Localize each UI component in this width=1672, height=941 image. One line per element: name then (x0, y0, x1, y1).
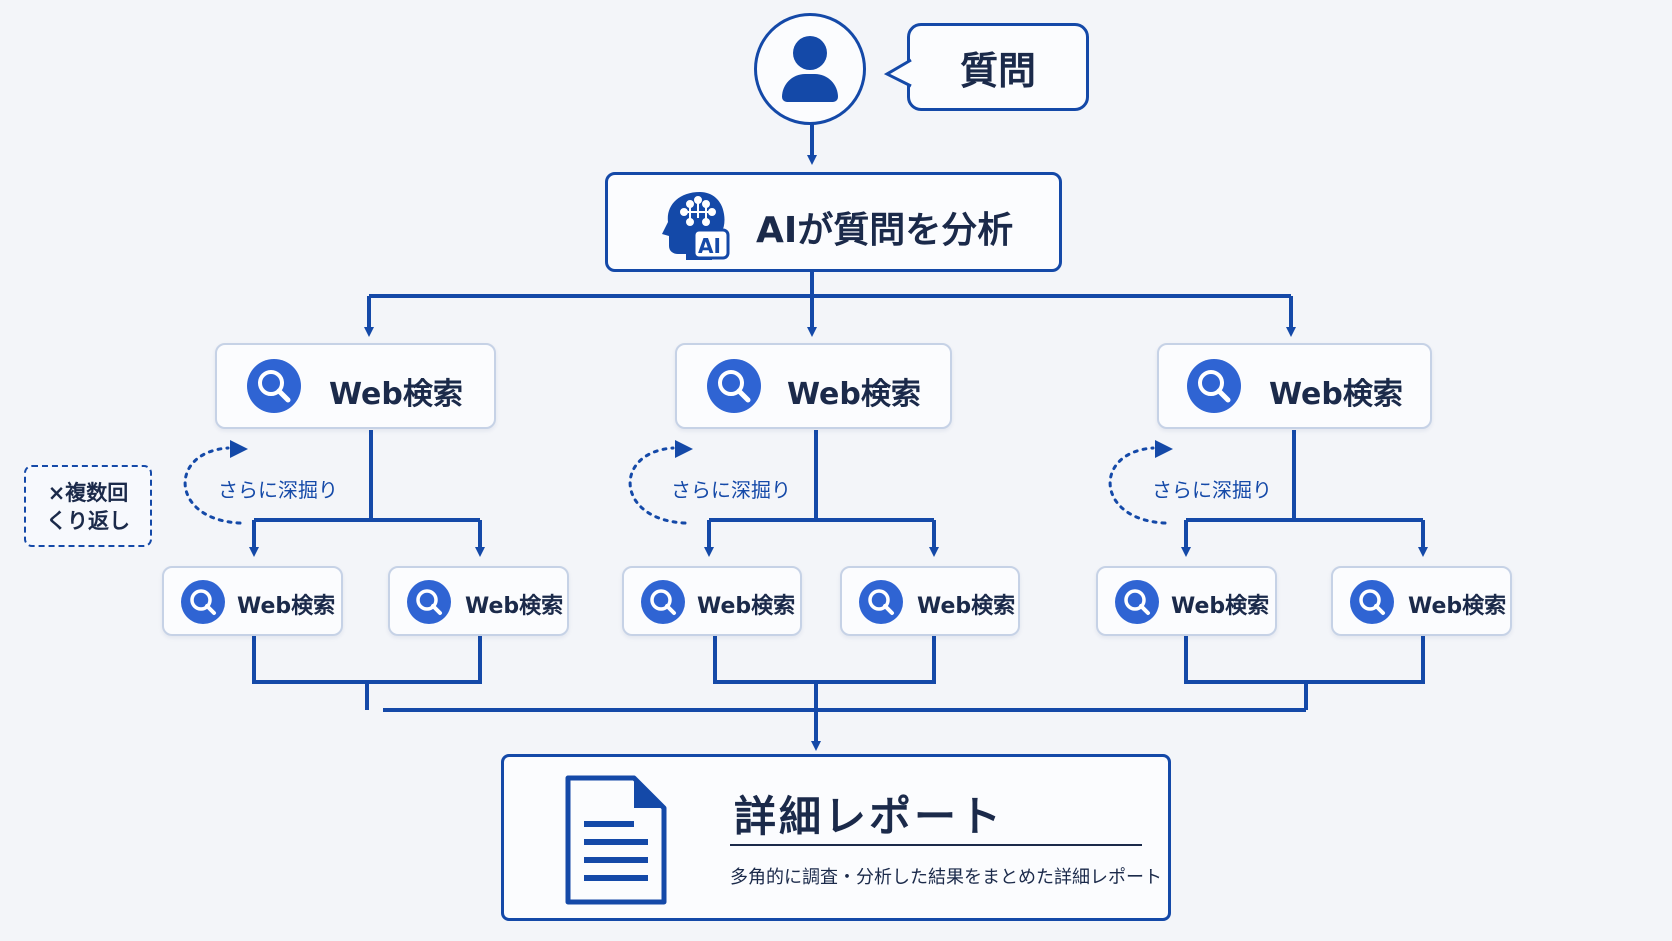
connector-group2-merge (713, 636, 936, 710)
ai-badge: AI (698, 234, 721, 258)
report-title: 詳細レポート (734, 792, 1005, 841)
loop-arrow-2 (628, 446, 687, 525)
question-bubble: 質問 (907, 23, 1089, 111)
search-label: Web検索 (1269, 377, 1403, 412)
report-description: 多角的に調査・分析した結果をまとめた詳細レポート (730, 867, 1162, 888)
search-box-sub-1b: Web検索 (388, 566, 569, 636)
search-label: Web検索 (237, 594, 336, 619)
search-icon (1187, 359, 1241, 413)
search-label: Web検索 (1171, 594, 1270, 619)
search-icon (1115, 580, 1159, 624)
document-icon (564, 774, 668, 906)
connector-group3-merge (1184, 636, 1425, 710)
search-label: Web検索 (917, 594, 1016, 619)
analysis-label: AIが質問を分析 (756, 210, 1014, 251)
search-icon (707, 359, 761, 413)
search-label: Web検索 (1408, 594, 1507, 619)
connector-group1-merge (252, 636, 482, 710)
question-label: 質問 (959, 48, 1036, 93)
repeat-note: ×複数回 くり返し (24, 465, 152, 547)
connector-group3-split (1186, 430, 1423, 522)
search-label: Web検索 (465, 594, 564, 619)
ai-head-icon: AI (660, 188, 730, 262)
deep-dig-label-3: さらに深掘り (1152, 478, 1272, 502)
search-box-sub-3b: Web検索 (1331, 566, 1512, 636)
search-label: Web検索 (787, 377, 921, 412)
search-box-main-3: Web検索 (1157, 343, 1432, 429)
search-icon (1350, 580, 1394, 624)
search-label: Web検索 (329, 377, 463, 412)
connector-analysis-branch (369, 272, 1291, 298)
deep-dig-label-2: さらに深掘り (671, 478, 791, 502)
search-box-main-2: Web検索 (675, 343, 952, 429)
bubble-tail (884, 58, 912, 88)
search-icon (181, 580, 225, 624)
search-icon (407, 580, 451, 624)
search-label: Web検索 (697, 594, 796, 619)
search-icon (247, 359, 301, 413)
repeat-note-line2: くり返し (46, 509, 130, 533)
user-icon (757, 16, 863, 122)
deep-dig-label-1: さらに深掘り (218, 478, 338, 502)
search-box-sub-1a: Web検索 (162, 566, 343, 636)
repeat-note-line1: ×複数回 (47, 481, 129, 505)
search-box-sub-3a: Web検索 (1096, 566, 1277, 636)
analysis-box: AI AIが質問を分析 (605, 172, 1062, 272)
report-box: 詳細レポート 多角的に調査・分析した結果をまとめた詳細レポート (501, 754, 1171, 921)
search-box-main-1: Web検索 (215, 343, 496, 429)
user-avatar (754, 13, 866, 125)
search-box-sub-2b: Web検索 (840, 566, 1020, 636)
loop-arrow-3 (1108, 446, 1167, 525)
connector-group2-split (709, 430, 934, 522)
report-divider (730, 844, 1142, 846)
search-box-sub-2a: Web検索 (622, 566, 802, 636)
search-icon (641, 580, 685, 624)
connector-group1-split (254, 430, 480, 522)
loop-arrow-1 (183, 446, 242, 525)
search-icon (859, 580, 903, 624)
